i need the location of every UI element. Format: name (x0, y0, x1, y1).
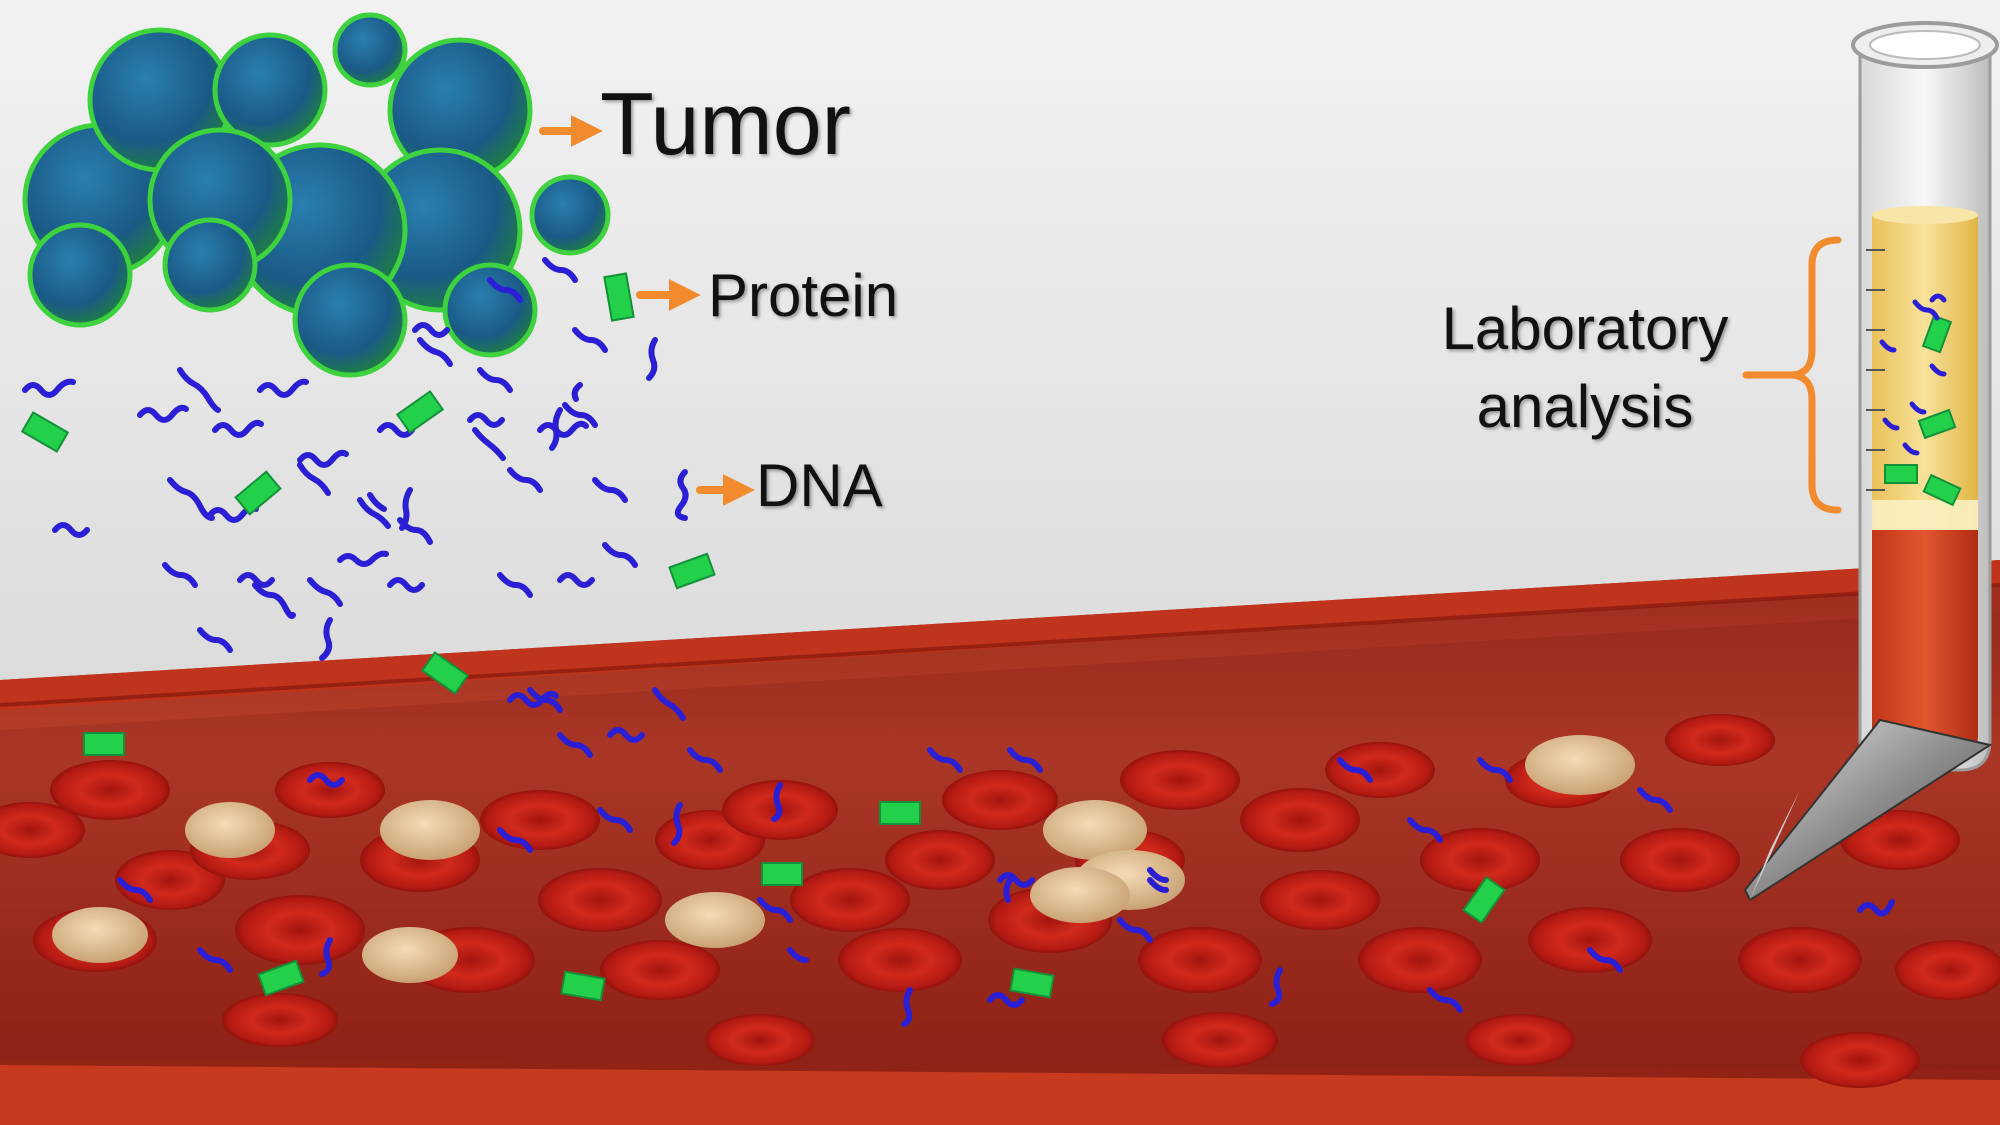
tumor-icon (22, 12, 611, 378)
label-arrows (539, 115, 755, 506)
protein-label: Protein (708, 262, 899, 329)
laboratory-analysis-label: Laboratory analysis (1441, 295, 1729, 440)
test-tube-icon (1851, 21, 1999, 772)
white-blood-cells (52, 735, 1635, 983)
protein-icon (603, 272, 635, 322)
tumor-label: Tumor (600, 74, 851, 173)
dna-icon (674, 469, 689, 521)
needle-icon (1743, 718, 1993, 902)
dna-fragments (22, 257, 1895, 1027)
bracket-icon (1742, 236, 1842, 514)
protein-fragments (20, 390, 1506, 1002)
dna-label: DNA (756, 452, 883, 519)
